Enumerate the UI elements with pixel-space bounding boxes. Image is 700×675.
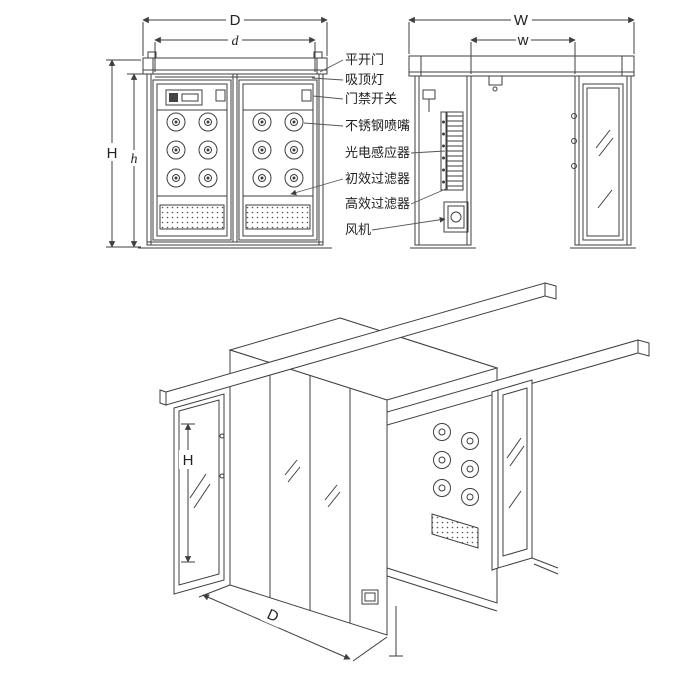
iso-right-portal-column: [491, 379, 559, 575]
front-dim-outer-width: D: [142, 11, 328, 56]
side-top-beam: [408, 55, 635, 92]
callouts: 平开门 吸顶灯 门禁开关 不锈钢喷嘴 光电感应器 初效过滤器 高效过滤器 风机: [290, 52, 449, 237]
right-door-nozzles: [252, 112, 304, 188]
side-dim-outer-width-label: W: [514, 12, 529, 29]
callout-stainless-steel-nozzle-label: 不锈钢喷嘴: [345, 118, 410, 133]
front-dim-outer-height-label: H: [107, 145, 118, 162]
iso-grille: [431, 513, 479, 549]
left-door-nozzles: [166, 112, 218, 188]
iso-dim-depth: D: [198, 584, 388, 662]
control-display-panel: [165, 89, 203, 106]
front-dim-inner-width: d: [154, 32, 316, 72]
iso-dim-height-label: H: [183, 452, 194, 469]
iso-dim-height: H: [179, 423, 197, 563]
front-left-door: [152, 79, 232, 241]
front-dim-inner-width-label: d: [232, 34, 240, 49]
callout-swing-door: 平开门: [319, 52, 384, 73]
callout-primary-filter-label: 初效过滤器: [345, 171, 410, 186]
door-hinges: [571, 113, 577, 169]
front-top-beam: [142, 51, 328, 78]
callout-ceiling-lamp: 吸顶灯: [311, 72, 384, 87]
front-dim-outer-height: H: [103, 59, 141, 248]
front-dim-outer-width-label: D: [230, 12, 241, 29]
glass-door-panel: [582, 83, 624, 241]
callout-primary-filter: 初效过滤器: [290, 171, 410, 196]
callout-hepa-filter-label: 高效过滤器: [345, 196, 410, 211]
iso-view: H D: [159, 282, 650, 662]
right-door-grille: [245, 204, 311, 230]
callout-hepa-filter: 高效过滤器: [345, 187, 449, 211]
callout-photoelectric-sensor: 光电感应器: [345, 145, 446, 160]
callout-photoelectric-sensor-label: 光电感应器: [345, 145, 410, 160]
callout-door-interlock-switch: 门禁开关: [312, 91, 397, 106]
front-view: D d H h: [103, 11, 332, 249]
front-dim-inner-height: h: [127, 73, 145, 248]
iso-front-rail: [159, 282, 557, 406]
front-dim-inner-height-label: h: [131, 152, 138, 167]
callout-swing-door-label: 平开门: [345, 52, 384, 67]
iso-nozzles: [433, 423, 479, 506]
interlock-switch-box: [301, 89, 312, 102]
side-view: W w: [408, 11, 636, 249]
callout-fan-label: 风机: [345, 222, 371, 237]
side-dim-inner-width-label: w: [517, 32, 529, 49]
callout-stainless-steel-nozzle: 不锈钢喷嘴: [303, 118, 410, 133]
callout-ceiling-lamp-label: 吸顶灯: [345, 72, 384, 87]
side-dim-outer-width: W: [408, 11, 635, 54]
side-dim-inner-width: w: [470, 32, 576, 74]
callout-fan: 风机: [345, 216, 446, 237]
front-cabinet-body: [138, 73, 332, 249]
fan-unit: [443, 201, 469, 233]
side-right-column: [571, 75, 632, 246]
callout-door-interlock-switch-label: 门禁开关: [345, 91, 397, 106]
door-switch-box: [215, 89, 226, 102]
iso-cabinet-left-wall: [229, 349, 403, 657]
iso-electrical-box: [361, 589, 379, 605]
ceiling-lamp-unit: [488, 75, 503, 92]
left-door-grille: [159, 204, 225, 230]
front-right-door: [238, 79, 318, 241]
